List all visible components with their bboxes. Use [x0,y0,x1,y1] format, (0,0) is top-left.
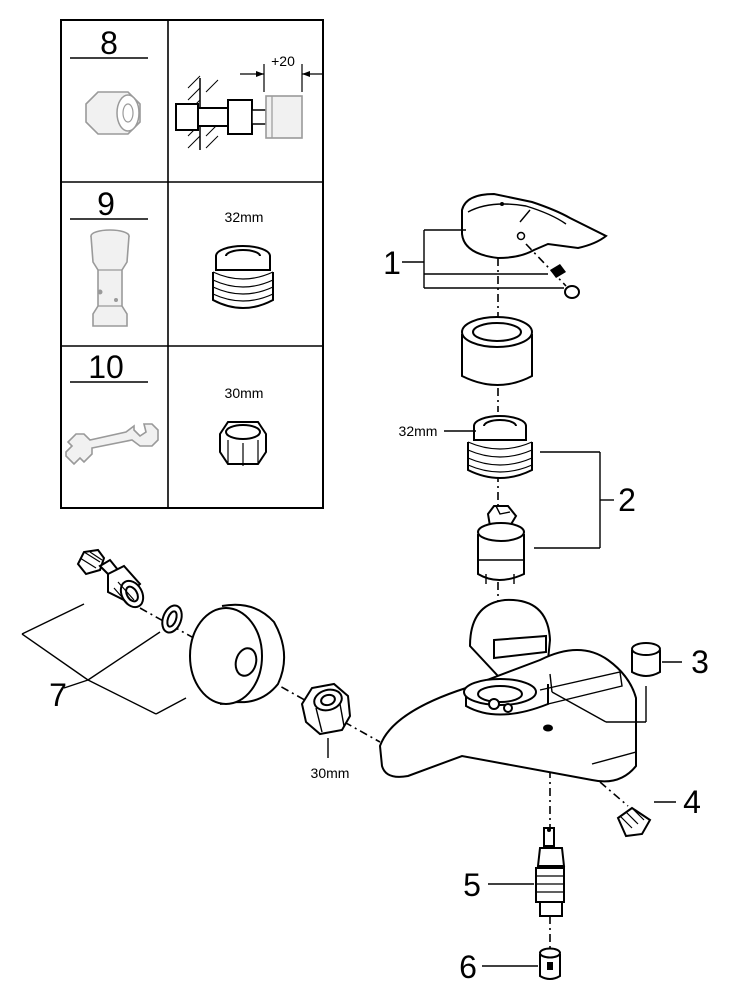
callout-2: 2 [618,482,636,518]
threaded-nut-32-icon [212,245,274,309]
wrench-icon [65,423,159,466]
s-union [76,548,145,609]
filter-sleeve [539,947,561,980]
tool-row-8: 8 [70,25,322,150]
callout-3-leader [549,661,682,723]
connection-nut-30 [300,682,352,736]
tool-number-8: 8 [100,25,118,61]
callout-6: 6 [459,949,477,985]
callout-4: 4 [683,784,701,820]
sealing-washer [161,604,183,634]
wall-extension-diagram-icon [175,64,322,150]
callout-7-bracket [21,603,187,715]
callout-1-bracket [402,229,564,289]
cartridge-nut-32 [467,415,533,479]
end-cap [631,642,661,677]
mixer-body [378,598,637,783]
tool-row-10: 10 30mm [65,349,267,466]
check-valve [535,827,566,917]
callout-1: 1 [383,245,401,281]
callout-7: 7 [49,677,67,713]
nut-size-30-label: 30mm [225,385,264,401]
wall-escutcheon [189,603,286,705]
nut-size-32-label: 32mm [225,209,264,225]
callout-5: 5 [463,867,481,903]
ceramic-cartridge [477,505,525,584]
cartridge-nut-size-label: 32mm [399,423,438,439]
aerator [616,806,652,838]
callout-2-bracket [534,451,614,549]
lever-handle [461,192,608,299]
cover-sleeve [461,316,533,386]
service-tool-table: 8 [60,19,324,509]
extension-length-label: +20 [271,53,295,69]
extension-adapter-icon [85,91,141,135]
cartridge-extension-icon [90,229,130,327]
hex-nut-30-icon [219,421,267,466]
tool-number-9: 9 [97,186,115,222]
callout-3: 3 [691,644,709,680]
tool-row-9: 9 32mm [70,186,274,327]
tool-number-10: 10 [88,349,124,385]
connection-nut-size-label: 30mm [311,765,350,781]
